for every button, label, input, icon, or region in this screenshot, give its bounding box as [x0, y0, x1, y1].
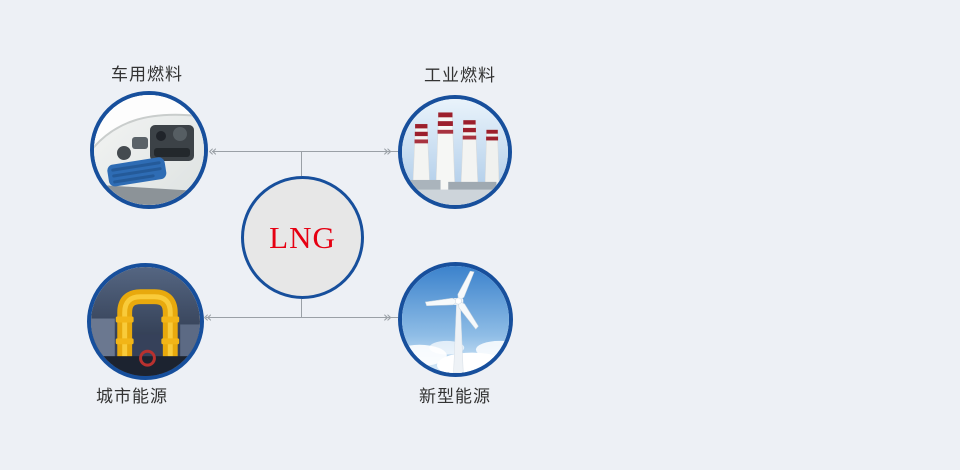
gas-pipeline-image	[91, 267, 200, 376]
car-engine-image	[94, 95, 204, 205]
label-industrial-fuel: 工业燃料	[424, 66, 496, 86]
label-new-energy: 新型能源	[419, 387, 491, 407]
new-energy-node	[398, 262, 513, 377]
connector-bottom-line	[206, 317, 398, 318]
connector-top-line	[212, 151, 398, 152]
lng-label: LNG	[269, 219, 336, 255]
lng-center-node: LNG	[241, 176, 364, 299]
industrial-chimneys-image	[402, 99, 508, 205]
wind-turbine-image	[402, 266, 509, 373]
connector-top-stem	[301, 152, 302, 176]
connector-bottom-stem	[301, 299, 302, 317]
industrial-fuel-node	[398, 95, 512, 209]
arrow-left-icon: «	[203, 308, 213, 326]
arrow-right-icon: »	[383, 142, 393, 160]
arrow-right-icon: »	[383, 308, 393, 326]
arrow-left-icon: «	[208, 142, 218, 160]
label-vehicle-fuel: 车用燃料	[111, 65, 183, 85]
city-energy-node	[87, 263, 204, 380]
vehicle-fuel-node	[90, 91, 208, 209]
label-city-energy: 城市能源	[96, 387, 168, 407]
